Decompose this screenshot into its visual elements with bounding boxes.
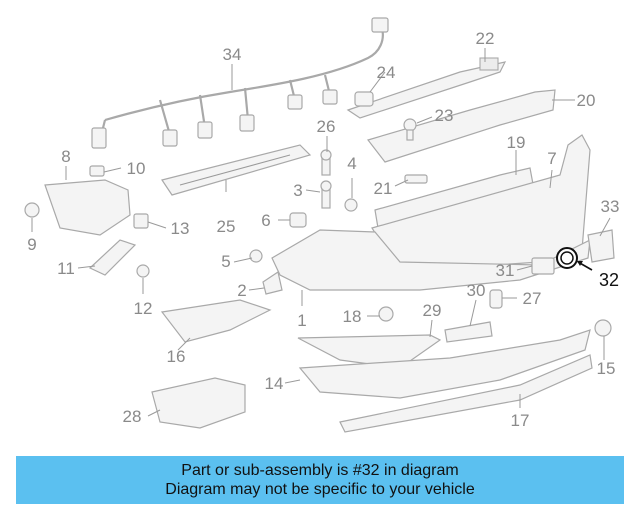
part-5-clip xyxy=(249,249,263,263)
part-13-nut xyxy=(133,213,149,229)
part-18-clip xyxy=(378,306,394,322)
callout-2: 2 xyxy=(237,281,246,300)
part-26-fastener xyxy=(320,149,332,176)
callout-24: 24 xyxy=(377,63,396,82)
part-8-side-bracket xyxy=(44,179,131,236)
part-29-trim xyxy=(297,334,442,369)
part-21-bolt xyxy=(404,174,428,184)
banner-line-disclaimer: Diagram may not be specific to your vehi… xyxy=(165,481,475,498)
callout-30: 30 xyxy=(467,281,486,300)
part-33-bracket xyxy=(587,229,615,263)
part-12-clip xyxy=(136,264,150,278)
part-31-sensor-holder xyxy=(531,257,555,275)
parts-diagram: 34 22 24 20 23 26 19 8 7 4 10 3 21 33 6 … xyxy=(24,17,619,433)
part-2-bracket xyxy=(262,271,283,295)
part-4-fastener xyxy=(344,198,358,212)
callout-15: 15 xyxy=(597,359,616,378)
part-16-side-trim xyxy=(160,299,272,343)
callout-27: 27 xyxy=(523,289,542,308)
callout-20: 20 xyxy=(577,91,596,110)
part-14-diffuser xyxy=(298,329,591,399)
part-1-bumper-cover xyxy=(271,229,591,291)
callout-11: 11 xyxy=(57,259,75,278)
callout-19: 19 xyxy=(507,133,526,152)
callout-14: 14 xyxy=(265,374,284,393)
callout-6: 6 xyxy=(261,211,270,230)
part-15-clip xyxy=(594,319,612,337)
part-30-reflector xyxy=(444,321,493,343)
callout-12: 12 xyxy=(134,299,153,318)
callout-26: 26 xyxy=(317,117,336,136)
part-27-clip xyxy=(489,289,503,309)
part-3-fastener xyxy=(320,180,332,209)
callout-32-highlighted: 32 xyxy=(599,270,619,290)
callout-10: 10 xyxy=(127,159,146,178)
callout-34: 34 xyxy=(223,45,242,64)
info-banner: Part or sub-assembly is #32 in diagram D… xyxy=(16,456,624,504)
callout-18: 18 xyxy=(343,307,362,326)
callout-13: 13 xyxy=(171,219,190,238)
callout-17: 17 xyxy=(511,411,530,430)
part-10-clip xyxy=(89,165,105,177)
part-17-lower-trim xyxy=(339,354,593,433)
callout-3: 3 xyxy=(293,181,302,200)
part-24-sensor xyxy=(354,91,374,107)
callout-31: 31 xyxy=(496,261,515,280)
leader-lines xyxy=(31,48,611,417)
callout-16: 16 xyxy=(167,347,186,366)
part-32-grommet xyxy=(556,247,593,271)
callout-1: 1 xyxy=(297,311,306,330)
callout-22: 22 xyxy=(476,29,495,48)
callout-28: 28 xyxy=(123,407,142,426)
part-23-clip xyxy=(403,118,417,141)
part-34-wiring-harness xyxy=(91,17,389,149)
callout-33: 33 xyxy=(601,197,620,216)
callout-29: 29 xyxy=(423,301,442,320)
callout-7: 7 xyxy=(547,149,556,168)
part-6-clip xyxy=(289,212,307,228)
callout-5: 5 xyxy=(221,252,230,271)
part-11-bracket xyxy=(88,239,137,276)
callout-21: 21 xyxy=(374,179,393,198)
banner-line-part-number: Part or sub-assembly is #32 in diagram xyxy=(181,462,459,479)
callout-23: 23 xyxy=(435,106,454,125)
part-28-bracket xyxy=(151,377,246,429)
callout-25: 25 xyxy=(217,217,236,236)
part-9-clip xyxy=(24,202,40,218)
part-25-energy-absorber xyxy=(161,144,312,196)
callout-4: 4 xyxy=(347,154,356,173)
callout-8: 8 xyxy=(61,147,70,166)
callout-9: 9 xyxy=(27,235,36,254)
callouts: 34 22 24 20 23 26 19 8 7 4 10 3 21 33 6 … xyxy=(27,29,619,430)
